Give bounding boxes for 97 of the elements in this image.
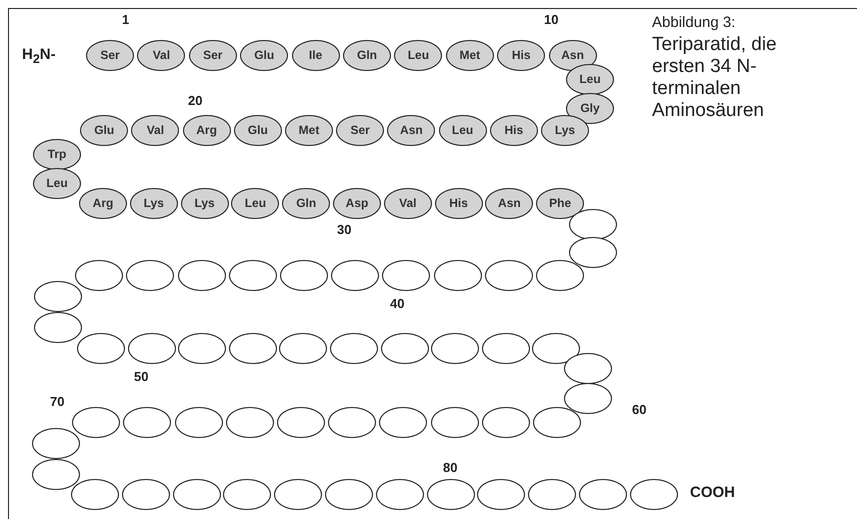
figure-caption: Teriparatid, die ersten 34 N-terminalen Aminosäuren xyxy=(652,34,778,122)
empty-ellipse xyxy=(482,332,530,364)
amino-acid-ellipse: Ile xyxy=(292,40,340,70)
empty-ellipse xyxy=(564,382,612,414)
empty-ellipse xyxy=(280,260,328,290)
amino-acid-ellipse: Ser xyxy=(188,40,237,70)
empty-ellipse xyxy=(172,478,221,510)
empty-ellipse xyxy=(75,260,124,290)
empty-ellipse xyxy=(328,406,376,438)
empty-ellipse xyxy=(228,332,277,364)
empty-ellipse xyxy=(123,406,172,438)
empty-ellipse xyxy=(380,332,429,364)
position-number: 20 xyxy=(188,93,202,108)
amino-acid-ellipse: Met xyxy=(446,40,494,70)
empty-ellipse xyxy=(122,478,170,510)
empty-ellipse xyxy=(279,332,328,364)
position-number: 10 xyxy=(544,12,558,27)
amino-acid-ellipse: Ser xyxy=(86,40,134,70)
amino-acid-ellipse: Gly xyxy=(566,92,614,124)
empty-ellipse xyxy=(477,478,526,510)
empty-ellipse xyxy=(532,332,580,364)
position-number: 50 xyxy=(134,369,148,384)
amino-acid-ellipse: Lys xyxy=(541,114,589,146)
position-number: 40 xyxy=(390,296,404,311)
amino-acid-ellipse: Arg xyxy=(182,114,231,146)
figure-title: Abbildung 3: xyxy=(652,14,736,31)
empty-ellipse xyxy=(528,478,576,510)
amino-acid-ellipse: Gln xyxy=(282,188,330,218)
empty-ellipse xyxy=(72,406,120,438)
amino-acid-ellipse: Val xyxy=(384,188,432,218)
empty-ellipse xyxy=(331,260,380,290)
position-number: 1 xyxy=(122,12,130,27)
amino-acid-ellipse: Val xyxy=(131,114,180,146)
amino-acid-ellipse: Leu xyxy=(438,114,487,146)
empty-ellipse xyxy=(325,478,373,510)
amino-acid-ellipse: Lys xyxy=(180,188,229,218)
amino-acid-ellipse: Asn xyxy=(548,40,597,70)
empty-ellipse xyxy=(434,260,482,290)
empty-ellipse xyxy=(536,260,584,290)
position-number: 60 xyxy=(632,402,646,417)
empty-ellipse xyxy=(482,406,530,438)
amino-acid-ellipse: Val xyxy=(137,40,186,70)
amino-acid-ellipse: Phe xyxy=(536,188,584,218)
amino-acid-ellipse: Asn xyxy=(387,114,436,146)
amino-acid-ellipse: Glu xyxy=(234,114,282,146)
amino-acid-ellipse: Leu xyxy=(231,188,280,218)
empty-ellipse xyxy=(484,260,533,290)
empty-ellipse xyxy=(564,352,612,384)
amino-acid-ellipse: Glu xyxy=(80,114,128,146)
amino-acid-ellipse: Ser xyxy=(336,114,384,146)
empty-ellipse xyxy=(379,406,428,438)
empty-ellipse xyxy=(223,478,272,510)
amino-acid-ellipse: Trp xyxy=(33,138,81,170)
amino-acid-ellipse: Arg xyxy=(79,188,127,218)
amino-acid-ellipse: Asp xyxy=(333,188,381,218)
amino-acid-ellipse: Met xyxy=(285,114,333,146)
amino-acid-ellipse: Gln xyxy=(343,40,391,70)
amino-acid-ellipse: His xyxy=(497,40,546,70)
empty-ellipse xyxy=(277,406,325,438)
empty-ellipse xyxy=(32,458,80,490)
empty-ellipse xyxy=(126,260,174,290)
empty-ellipse xyxy=(630,478,678,510)
amino-acid-ellipse: Lys xyxy=(130,188,178,218)
empty-ellipse xyxy=(178,332,226,364)
empty-ellipse xyxy=(32,428,80,458)
empty-ellipse xyxy=(128,332,176,364)
empty-ellipse xyxy=(178,260,226,290)
empty-ellipse xyxy=(226,406,274,438)
empty-ellipse xyxy=(426,478,475,510)
empty-ellipse xyxy=(431,332,480,364)
terminus-label: COOH xyxy=(690,484,735,501)
position-number: 70 xyxy=(50,394,64,409)
empty-ellipse xyxy=(174,406,223,438)
terminus-label: H$_{2}$N- xyxy=(22,46,56,66)
empty-ellipse xyxy=(71,478,119,510)
empty-ellipse xyxy=(533,406,581,438)
amino-acid-ellipse: Leu xyxy=(394,40,442,70)
amino-acid-ellipse: Leu xyxy=(33,168,81,198)
amino-acid-ellipse: Leu xyxy=(566,64,614,94)
empty-ellipse xyxy=(382,260,430,290)
amino-acid-ellipse: His xyxy=(490,114,538,146)
empty-ellipse xyxy=(34,312,82,342)
empty-ellipse xyxy=(77,332,125,364)
position-number: 80 xyxy=(443,460,458,475)
position-number: 30 xyxy=(337,222,352,237)
empty-ellipse xyxy=(34,280,82,312)
empty-ellipse xyxy=(579,478,627,510)
empty-ellipse xyxy=(274,478,322,510)
empty-ellipse xyxy=(569,208,617,240)
empty-ellipse xyxy=(430,406,479,438)
amino-acid-ellipse: Glu xyxy=(240,40,288,70)
amino-acid-ellipse: Asn xyxy=(485,188,534,218)
empty-ellipse xyxy=(330,332,378,364)
amino-acid-ellipse: His xyxy=(434,188,483,218)
empty-ellipse xyxy=(569,236,617,268)
empty-ellipse xyxy=(228,260,277,290)
empty-ellipse xyxy=(376,478,424,510)
